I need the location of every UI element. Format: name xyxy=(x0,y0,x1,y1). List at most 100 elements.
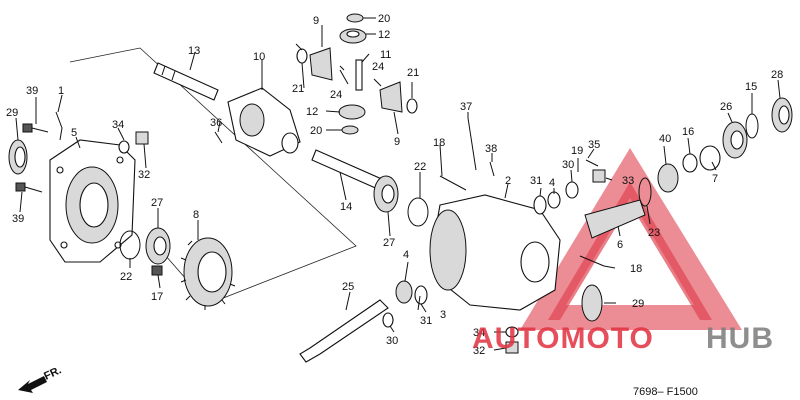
callout-5: 5 xyxy=(71,127,77,139)
callout-27: 27 xyxy=(151,197,163,209)
callout-17: 17 xyxy=(151,291,163,303)
callout-13: 13 xyxy=(188,45,200,57)
callout-34: 34 xyxy=(473,327,485,339)
part-35-bolt xyxy=(585,159,599,167)
callout-31: 31 xyxy=(530,175,542,187)
callout-24: 24 xyxy=(330,89,342,101)
callout-35: 35 xyxy=(588,139,600,151)
leader-lines xyxy=(15,17,781,351)
callout-4: 4 xyxy=(403,249,409,261)
callout-26: 26 xyxy=(720,101,732,113)
part-9-gear-top xyxy=(309,47,333,81)
callout-20: 20 xyxy=(378,13,390,25)
callout-16: 16 xyxy=(682,126,694,138)
part-2-housing xyxy=(429,194,561,311)
front-arrow-icon xyxy=(18,376,47,393)
callout-39: 39 xyxy=(12,213,24,225)
part-14-shaft xyxy=(311,149,385,191)
callout-39: 39 xyxy=(26,85,38,97)
callout-32: 32 xyxy=(138,169,150,181)
callout-15: 15 xyxy=(745,81,757,93)
front-label: FR. xyxy=(42,364,63,382)
part-25-axle xyxy=(299,299,389,363)
part-27-bearing-center xyxy=(373,175,399,213)
callout-20: 20 xyxy=(310,125,322,137)
part-28-seal-right xyxy=(771,97,793,133)
part-17-bolt xyxy=(151,265,163,276)
callout-30: 30 xyxy=(386,335,398,347)
callout-38: 38 xyxy=(485,143,497,155)
callout-9: 9 xyxy=(313,15,319,27)
callout-27: 27 xyxy=(383,237,395,249)
part-34-washer xyxy=(118,140,130,154)
callout-37: 37 xyxy=(460,101,472,113)
callout-32: 32 xyxy=(473,345,485,357)
callout-31: 31 xyxy=(420,315,432,327)
callout-labels: 20 12 9 21 11 24 24 21 12 20 9 13 10 36 … xyxy=(6,13,783,357)
callout-34: 34 xyxy=(112,119,124,131)
callout-14: 14 xyxy=(340,201,352,213)
part-27-bearing-left xyxy=(145,227,171,265)
part-26-bearing xyxy=(722,121,748,159)
part-30-washer-lower xyxy=(382,312,394,328)
part-9-gear-mid xyxy=(379,81,403,113)
part-13-shaft xyxy=(153,62,219,101)
callout-1: 1 xyxy=(58,85,64,97)
callout-40: 40 xyxy=(659,133,671,145)
diagram-code: 7698– F1500 xyxy=(633,386,698,398)
part-4-washer-upper xyxy=(547,191,561,209)
part-15-ring xyxy=(745,113,759,139)
watermark-logo xyxy=(520,148,742,330)
part-30-washer-upper xyxy=(565,181,579,199)
part-32-plug-lower xyxy=(505,341,519,354)
part-29-seal-lower xyxy=(581,284,603,322)
callout-4: 4 xyxy=(549,177,555,189)
part-23-oring xyxy=(638,177,652,207)
part-12-gear-top xyxy=(339,28,367,44)
part-39-bolt-lower xyxy=(15,182,43,193)
part-22-oring-center xyxy=(407,197,429,227)
callout-21: 21 xyxy=(407,67,419,79)
part-38-pin xyxy=(489,161,495,177)
part-8-ring-gear xyxy=(180,237,236,310)
watermark-text-gray: HUB xyxy=(706,322,774,355)
part-5-cover xyxy=(49,139,136,263)
callout-10: 10 xyxy=(253,51,265,63)
part-39-bolt-upper xyxy=(22,123,49,133)
callout-22: 22 xyxy=(414,161,426,173)
callout-18: 18 xyxy=(433,137,445,149)
callout-18: 18 xyxy=(630,263,642,275)
part-1-pin xyxy=(55,111,63,141)
callout-30: 30 xyxy=(562,159,574,171)
callout-28: 28 xyxy=(771,69,783,81)
callout-2: 2 xyxy=(505,175,511,187)
part-21-washer-mid xyxy=(406,98,418,114)
part-6-pinion xyxy=(584,199,646,239)
part-40-seal xyxy=(657,163,679,193)
part-12-gear-mid xyxy=(338,104,366,120)
callout-33: 33 xyxy=(622,175,634,187)
callout-9: 9 xyxy=(394,136,400,148)
callout-7: 7 xyxy=(712,173,718,185)
part-18-stud-lower xyxy=(579,255,605,267)
part-32-plug xyxy=(135,131,149,145)
callout-11: 11 xyxy=(380,49,391,61)
part-7-collar xyxy=(699,145,721,171)
callout-24: 24 xyxy=(372,61,384,73)
part-20-washer-mid xyxy=(341,125,359,135)
watermark-text-red: AUTOMOTO xyxy=(472,322,654,355)
part-20-washer-top xyxy=(346,13,364,23)
callout-23: 23 xyxy=(648,227,660,239)
part-24-pin xyxy=(339,69,349,85)
part-36-pin xyxy=(214,131,223,144)
front-direction-marker: FR. xyxy=(18,364,63,393)
part-16-washer xyxy=(682,153,698,173)
part-10-differential-case xyxy=(227,87,301,157)
callout-8: 8 xyxy=(193,209,199,221)
part-11-shaft xyxy=(355,59,363,91)
part-37-stud xyxy=(467,117,477,171)
callout-36: 36 xyxy=(210,117,222,129)
callout-21: 21 xyxy=(292,83,304,95)
watermark-text: AUTOMOTO HUB xyxy=(472,322,774,355)
